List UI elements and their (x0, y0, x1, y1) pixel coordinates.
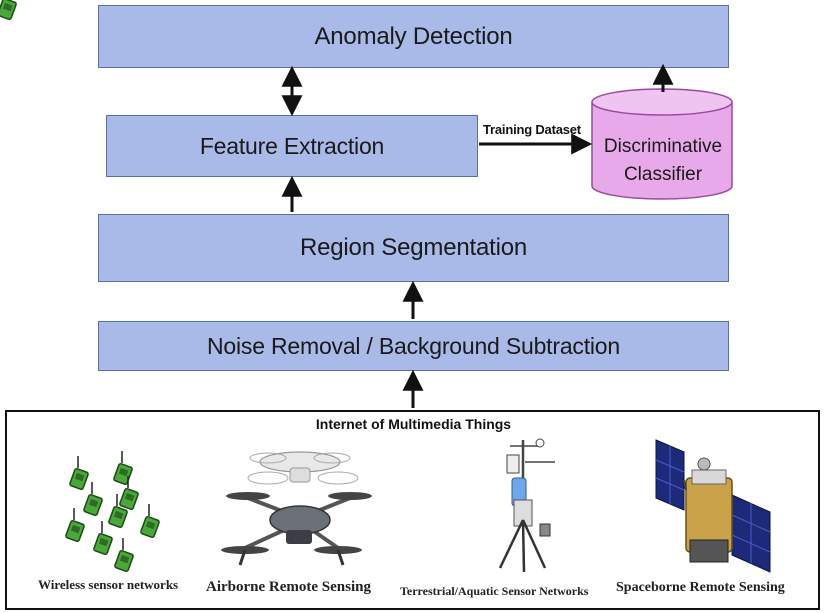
caption-spaceborne-remote-sensing: Spaceborne Remote Sensing (616, 580, 785, 595)
region-segmentation-box: Region Segmentation (98, 214, 729, 282)
classifier-text: Discriminative Classifier (597, 128, 729, 194)
classifier-cylinder (591, 88, 733, 200)
classifier-line2: Classifier (623, 164, 703, 185)
weather-station-icon (498, 438, 555, 573)
noise-removal-label: Noise Removal / Background Subtraction (206, 332, 620, 359)
iot-title: Internet of Multimedia Things (315, 416, 512, 432)
noise-removal-box: Noise Removal / Background Subtraction (98, 321, 729, 371)
anomaly-detection-box: Anomaly Detection (98, 5, 729, 68)
caption-terrestrial-aquatic-sensor-networks: Terrestrial/Aquatic Sensor Networks (400, 584, 589, 598)
satellite-icon (655, 439, 771, 573)
feature-extraction-label: Feature Extraction (199, 132, 385, 159)
region-segmentation-label: Region Segmentation (299, 234, 528, 261)
drone-icon (221, 451, 372, 566)
anomaly-detection-label: Anomaly Detection (314, 22, 513, 50)
caption-wireless-sensor-networks: Wireless sensor networks (38, 577, 179, 592)
classifier-line1: Discriminative (603, 136, 723, 157)
caption-airborne-remote-sensing: Airborne Remote Sensing (206, 579, 371, 595)
sensor-node-icon (0, 0, 161, 573)
training-dataset-label: Training Dataset (483, 122, 581, 137)
